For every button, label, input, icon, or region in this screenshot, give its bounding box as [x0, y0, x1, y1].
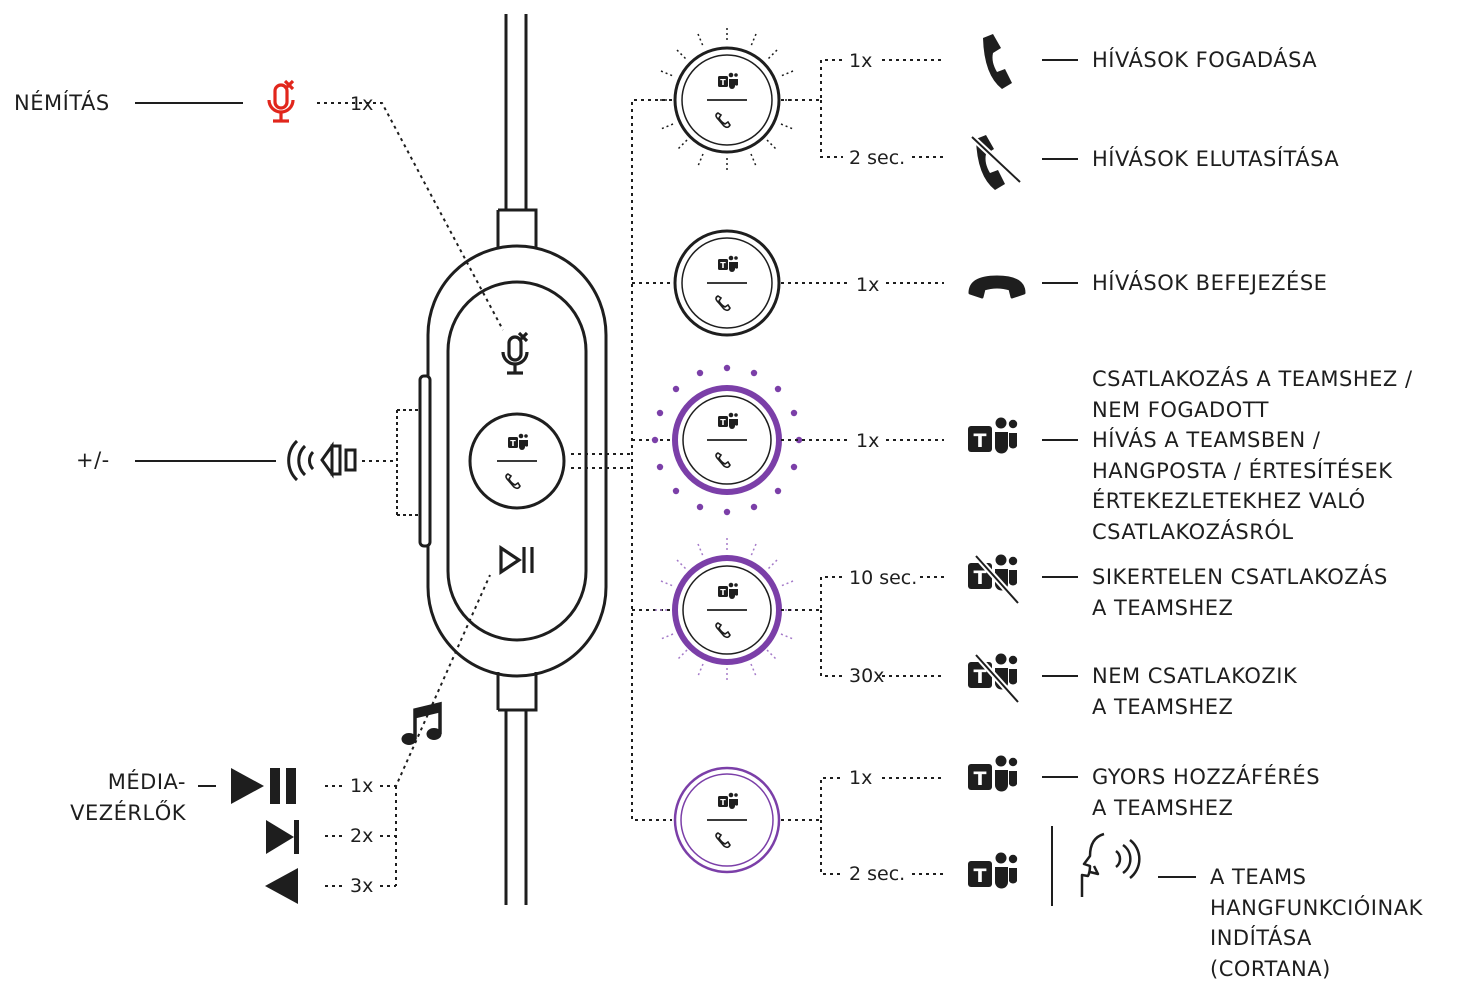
label-connection-failed: SIKERTELEN CSATLAKOZÁS A TEAMSHEZ: [1092, 565, 1388, 620]
right-bus: [571, 99, 672, 821]
play-pause-icon[interactable]: [499, 545, 534, 575]
count-quick: 1x: [849, 767, 873, 789]
count-join: 1x: [856, 430, 880, 452]
media-count-next: 2x: [350, 825, 374, 847]
count-answer: 1x: [849, 50, 873, 72]
label-dashes: [1042, 59, 1196, 878]
volume-label: +/-: [76, 448, 110, 472]
hang-up-icon: [968, 275, 1026, 299]
count-reject: 2 sec.: [849, 147, 906, 169]
left-connectors: [135, 102, 504, 887]
label-end-calls: HÍVÁSOK BEFEJEZÉSE: [1092, 271, 1328, 295]
label-answer-calls: HÍVÁSOK FOGADÁSA: [1092, 48, 1318, 72]
label-voice-functions: A TEAMS HANGFUNKCIÓINAK INDÍTÁSA (CORTAN…: [1210, 865, 1423, 981]
count-fail: 10 sec.: [849, 567, 918, 589]
volume-rocker-bracket: [396, 409, 419, 516]
teams-button-state-connection-issue: [655, 538, 799, 682]
mute-press-count: 1x: [350, 93, 374, 115]
label-not-connected: NEM CSATLAKOZIK A TEAMSHEZ: [1092, 664, 1298, 719]
teams-button-state-active-call: [673, 229, 781, 337]
teams-button-state-incoming: [655, 28, 799, 172]
cable: [496, 14, 538, 905]
teams-logo-crossed-icon: [968, 554, 1021, 605]
voice-command-icon: [1080, 832, 1141, 897]
mute-microphone-icon[interactable]: [501, 331, 529, 375]
previous-track-icon: [265, 868, 298, 904]
teams-button-state-idle: [673, 766, 781, 874]
teams-logo-icon: [968, 417, 1018, 454]
phone-icon: [983, 34, 1012, 89]
media-count-previous: 3x: [350, 875, 374, 897]
mute-label: NÉMÍTÁS: [14, 91, 110, 115]
media-play-pause-icon: [231, 768, 296, 804]
label-reject-calls: HÍVÁSOK ELUTASÍTÁSA: [1092, 147, 1340, 171]
speaker-volume-icon: [287, 439, 357, 482]
teams-logo-icon: [968, 755, 1018, 792]
mute-red-microphone-icon: [267, 79, 295, 123]
teams-logo-icon: [968, 852, 1018, 889]
next-track-icon: [266, 820, 299, 854]
label-quick-access: GYORS HOZZÁFÉRÉS A TEAMSHEZ: [1092, 765, 1321, 820]
music-note-icon: [401, 701, 442, 745]
reject-call-icon: [969, 134, 1023, 190]
label-join-teams: CSATLAKOZÁS A TEAMSHEZ / NEM FOGADOTT HÍ…: [1092, 367, 1413, 544]
media-count-play: 1x: [350, 775, 374, 797]
count-voice: 2 sec.: [849, 863, 906, 885]
count-end: 1x: [856, 274, 880, 296]
inline-remote: [418, 244, 608, 678]
right-connectors: [781, 59, 944, 875]
teams-button-state-notification: [651, 364, 803, 516]
teams-logo-crossed-icon: [968, 653, 1021, 704]
count-not-connected: 30x: [849, 665, 885, 687]
media-controls-label: MÉDIA- VEZÉRLŐK: [70, 770, 186, 825]
